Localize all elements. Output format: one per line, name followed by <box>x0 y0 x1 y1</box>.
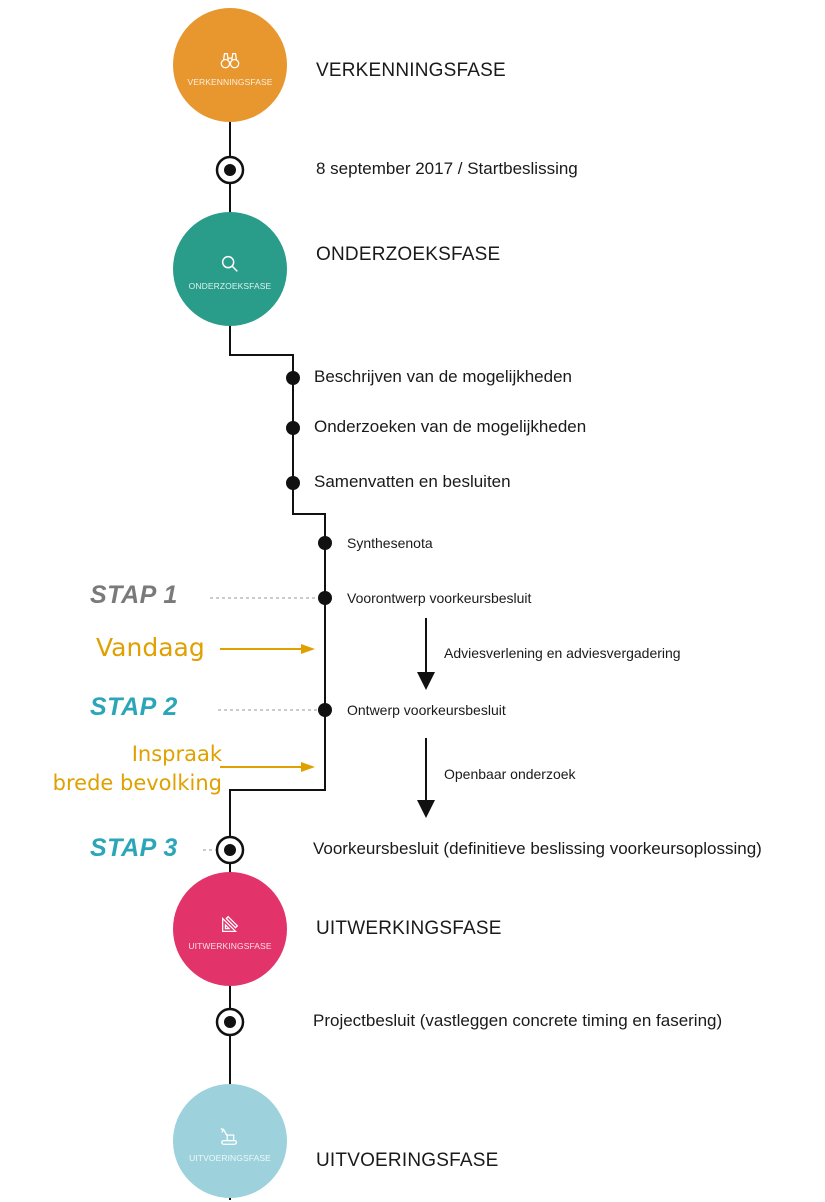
phase-title-verkenning: VERKENNINGSFASE <box>316 60 506 81</box>
annotation-inspraak-line2: brede bevolking <box>52 771 222 795</box>
annotation-vandaag: Vandaag <box>96 633 205 662</box>
milestone-startbeslissing: 8 september 2017 / Startbeslissing <box>316 159 578 178</box>
research-step-beschrijven: Beschrijven van de mogelijkheden <box>314 367 572 386</box>
stap1-label: STAP 1 <box>90 581 178 609</box>
research-step-samenvatten: Samenvatten en besluiten <box>314 472 511 491</box>
phase-title-onderzoek: ONDERZOEKSFASE <box>316 244 501 265</box>
phase-title-uitvoering: UITVOERINGSFASE <box>316 1150 499 1171</box>
milestone-marker-startbeslissing <box>215 155 245 185</box>
step-openbaar: Openbaar onderzoek <box>444 766 576 782</box>
phase-circle-verkenning: VERKENNINGSFASE <box>173 8 287 122</box>
research-step-onderzoeken: Onderzoeken van de mogelijkheden <box>314 417 587 436</box>
milestone-projectbesluit: Projectbesluit (vastleggen concrete timi… <box>313 1011 723 1030</box>
phase-circle-label: UITVOERINGSFASE <box>189 1153 271 1163</box>
step-dot-samenvatten <box>286 476 300 490</box>
phase-circle-uitvoering: UITVOERINGSFASE <box>173 1084 287 1198</box>
phase-circle-uitwerking: UITWERKINGSFASE <box>173 872 287 986</box>
phase-title-uitwerking: UITWERKINGSFASE <box>316 918 502 939</box>
phase-circle-onderzoek: ONDERZOEKSFASE <box>173 212 287 326</box>
arrow-down-advies <box>417 618 435 690</box>
phase-circle-label: UITWERKINGSFASE <box>188 941 272 951</box>
step-ontwerp: Ontwerp voorkeursbesluit <box>347 702 506 718</box>
step-advies: Adviesverlening en adviesvergadering <box>444 645 681 661</box>
magnifier-icon <box>221 255 238 272</box>
timeline-line <box>229 120 326 1200</box>
step-dot-onderzoeken <box>286 421 300 435</box>
milestone-marker-projectbesluit <box>215 1007 245 1037</box>
drafting-tools-icon <box>222 915 239 932</box>
annotation-inspraak-line1: Inspraak <box>131 742 222 766</box>
step-dot-ontwerp <box>318 703 332 717</box>
phase-circle-label: VERKENNINGSFASE <box>187 77 273 87</box>
binoculars-icon <box>220 52 240 69</box>
stap2-label: STAP 2 <box>90 693 178 721</box>
step-dot-synthesenota <box>318 536 332 550</box>
step-voorontwerp: Voorontwerp voorkeursbesluit <box>347 590 532 606</box>
step-dot-voorontwerp <box>318 591 332 605</box>
arrow-vandaag <box>220 644 315 654</box>
milestone-voorkeursbesluit: Voorkeursbesluit (definitieve beslissing… <box>313 839 762 858</box>
phase-circle-label: ONDERZOEKSFASE <box>188 281 272 291</box>
step-synthesenota: Synthesenota <box>347 535 433 551</box>
step-dot-beschrijven <box>286 371 300 385</box>
arrow-down-openbaar <box>417 738 435 818</box>
excavator-icon <box>220 1128 238 1145</box>
stap3-label: STAP 3 <box>90 834 178 862</box>
arrow-inspraak <box>220 762 315 772</box>
milestone-marker-voorkeursbesluit <box>215 835 245 865</box>
